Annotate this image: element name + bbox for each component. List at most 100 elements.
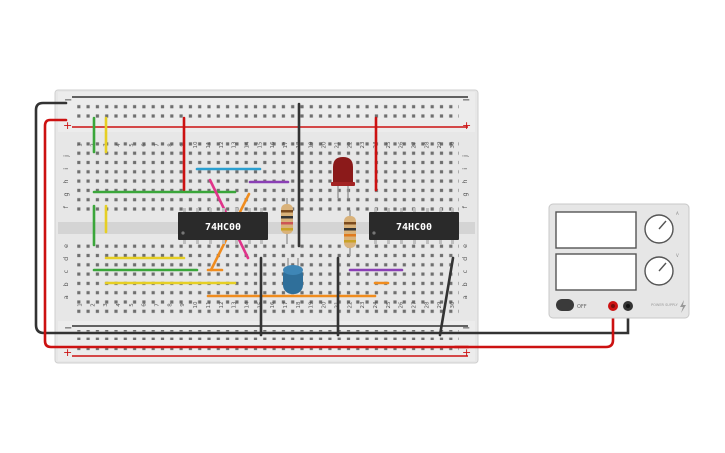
column-label-bottom: 13 — [232, 301, 238, 308]
chip-2-label: 74HC00 — [396, 222, 432, 233]
chip-74hc00-2[interactable]: 74HC00 — [369, 208, 459, 244]
column-label-top: 15 — [257, 141, 263, 148]
column-label-bottom: 5 — [129, 303, 135, 307]
chip-74hc00-1[interactable]: 74HC00 — [178, 208, 268, 244]
row-label: c — [461, 269, 469, 273]
row-label: g — [62, 192, 70, 196]
row-label: h — [62, 180, 70, 184]
rail-holes-top-1[interactable] — [77, 100, 459, 110]
column-label-top: 8 — [167, 143, 173, 147]
column-label-top: 4 — [116, 143, 122, 147]
column-label-top: 6 — [142, 143, 148, 147]
column-label-bottom: 27 — [412, 301, 418, 308]
column-label-bottom: 14 — [244, 301, 250, 308]
column-label-top: 22 — [347, 142, 353, 149]
row-label: i — [62, 168, 70, 170]
column-label-bottom: 19 — [309, 301, 315, 308]
rail-minus-sign-tr: − — [462, 95, 470, 106]
column-label-top: 11 — [206, 142, 212, 149]
column-label-bottom: 8 — [167, 303, 173, 307]
row-label: d — [461, 257, 469, 261]
row-label: e — [461, 244, 469, 248]
rail-minus-sign-bl: − — [64, 323, 72, 334]
column-label-top: 17 — [283, 141, 289, 148]
column-label-top: 10 — [193, 141, 199, 148]
column-label-bottom: 23 — [360, 301, 366, 308]
column-label-top: 29 — [437, 141, 443, 148]
row-label: f — [62, 205, 70, 208]
row-label: b — [461, 282, 469, 286]
column-label-bottom: 25 — [386, 301, 392, 308]
column-label-bottom: 4 — [116, 303, 122, 307]
row-label: h — [461, 180, 469, 184]
capacitor[interactable] — [283, 258, 303, 294]
row-label: d — [62, 257, 70, 261]
column-label-top: 27 — [412, 141, 418, 148]
power-switch[interactable]: OFF — [556, 299, 587, 311]
wire-black-gnd-3[interactable] — [438, 256, 455, 337]
rail-plus-sign-bl: + — [63, 346, 72, 359]
column-label-top: 16 — [270, 141, 276, 148]
column-label-top: 28 — [424, 141, 430, 148]
column-label-top: 19 — [309, 141, 315, 148]
column-label-bottom: 30 — [450, 301, 456, 308]
column-label-top: 7 — [155, 143, 161, 147]
led-red[interactable] — [331, 157, 355, 198]
wire-power-lead[interactable] — [43, 118, 615, 349]
column-label-bottom: 26 — [399, 301, 405, 308]
column-label-top: 25 — [386, 141, 392, 148]
row-label: a — [461, 295, 469, 299]
column-label-top: 1 — [77, 143, 83, 147]
row-label: i — [461, 168, 469, 170]
column-label-bottom: 7 — [155, 303, 161, 307]
knob-voltage-label: V — [676, 253, 679, 258]
row-label: j — [461, 155, 469, 158]
column-label-top: 26 — [399, 141, 405, 148]
power-supply-brand: POWER SUPPLY — [651, 303, 679, 307]
column-label-bottom: 3 — [103, 303, 109, 307]
resistor-2[interactable] — [344, 210, 356, 256]
column-label-bottom: 11 — [206, 302, 212, 309]
row-label: j — [62, 155, 70, 158]
column-label-top: 20 — [322, 141, 328, 148]
column-label-top: 23 — [360, 141, 366, 148]
column-label-bottom: 10 — [193, 301, 199, 308]
rail-plus-sign-br: + — [462, 346, 471, 359]
wire-ground-lead[interactable] — [34, 101, 630, 335]
column-label-bottom: 18 — [296, 301, 302, 308]
knob-current[interactable] — [644, 214, 674, 244]
row-label: b — [62, 282, 70, 286]
knob-voltage[interactable] — [644, 256, 674, 286]
resistor-1[interactable] — [281, 198, 293, 244]
column-label-top: 14 — [244, 141, 250, 148]
display-current — [555, 211, 637, 249]
row-label: a — [62, 295, 70, 299]
power-switch-off-label: OFF — [577, 304, 587, 310]
lightning-icon — [680, 300, 686, 313]
column-label-top: 12 — [219, 142, 225, 149]
power-supply[interactable]: A V OFF POWER SUPPLY — [548, 203, 690, 319]
column-label-bottom: 22 — [347, 302, 353, 309]
column-label-top: 30 — [450, 141, 456, 148]
column-label-top: 5 — [129, 143, 135, 147]
terminal-holes-top[interactable] — [77, 140, 459, 216]
column-label-bottom: 28 — [424, 301, 430, 308]
row-label: f — [461, 205, 469, 208]
rail-minus-sign-tl: − — [64, 95, 72, 106]
column-label-bottom: 1 — [77, 303, 83, 307]
column-label-bottom: 16 — [270, 301, 276, 308]
column-label-bottom: 9 — [180, 303, 186, 307]
column-label-bottom: 6 — [142, 303, 148, 307]
rail-holes-bottom-1[interactable] — [77, 330, 459, 340]
column-label-bottom: 17 — [283, 301, 289, 308]
row-label: c — [62, 269, 70, 273]
rail-holes-top-2[interactable] — [77, 112, 459, 122]
column-label-bottom: 24 — [373, 301, 379, 308]
display-voltage — [555, 253, 637, 291]
column-label-top: 21 — [334, 142, 340, 149]
terminal-holes-bottom[interactable] — [77, 240, 459, 316]
row-label: g — [461, 192, 469, 196]
chip-1-label: 74HC00 — [205, 222, 241, 233]
